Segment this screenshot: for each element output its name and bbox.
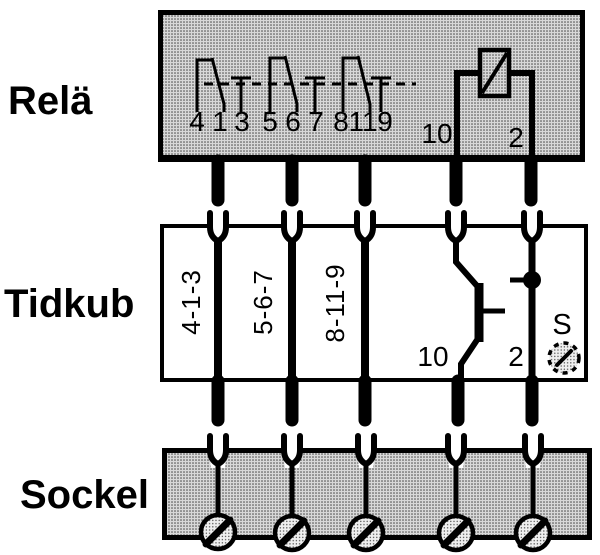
relay-pin-number: 8 [333, 106, 349, 137]
no-contact-line [231, 76, 251, 112]
relay-contact-group-2 [268, 55, 325, 112]
nc-contact-line [268, 56, 285, 112]
no-contact-line [371, 76, 391, 112]
relay-pin-number: 6 [285, 106, 301, 137]
relay-pin-number: 7 [308, 106, 324, 137]
transistor-lower-lead [458, 338, 480, 380]
relay-contact-group-3 [341, 55, 391, 112]
relay-coil-pin-number: 10 [421, 118, 452, 149]
screw-terminal-icon [516, 516, 550, 550]
timecube-section-label: Tidkub [4, 282, 134, 326]
timecube-body-box [160, 224, 588, 382]
screw-terminal-icon [439, 516, 473, 550]
timecube-group-label: 8-11-9 [320, 263, 350, 342]
moving-contact-blade [210, 57, 226, 112]
moving-contact-blade [356, 55, 372, 112]
relay-pin-number: 9 [377, 106, 393, 137]
coil-wire-left [454, 70, 479, 158]
moving-contact-blade [283, 55, 299, 112]
socket-section-label: Sockel [20, 473, 149, 517]
no-contact-line [305, 76, 325, 112]
relay-coil-circuit [454, 47, 535, 158]
adjustment-screw-label: S [552, 309, 571, 341]
screw-terminal-icon [201, 515, 235, 549]
timecube-coil-terminal [510, 239, 541, 380]
timecube-group-label: 5-6-7 [248, 269, 278, 335]
timecube-output-transistor-icon [453, 239, 505, 380]
relay-contact-group-1 [195, 57, 251, 112]
screw-slot [555, 349, 573, 367]
transistor-upper-lead [453, 239, 481, 289]
screw-terminal-icon [349, 516, 383, 550]
coil-wire-right [510, 70, 535, 158]
screw-terminal-icon [275, 516, 309, 550]
relay-pin-number: 4 [189, 106, 205, 137]
relay-pin-number: 3 [234, 106, 250, 137]
nc-contact-line [341, 56, 358, 112]
coil-diagonal [480, 51, 509, 95]
relay-pin-number: 5 [262, 106, 278, 137]
timecube-pin-number: 2 [508, 341, 524, 372]
nc-contact-line [195, 58, 212, 112]
relay-coil-pin-number: 2 [508, 122, 524, 153]
timecube-pin-number: 10 [417, 341, 448, 372]
relay-section-label: Relä [8, 79, 93, 123]
junction-dot [523, 271, 541, 289]
relay-pin-number: 1 [212, 106, 228, 137]
adjustment-screw-icon [547, 341, 581, 375]
relay-pin-number: 11 [348, 106, 377, 137]
timecube-group-label: 4-1-3 [176, 269, 206, 335]
